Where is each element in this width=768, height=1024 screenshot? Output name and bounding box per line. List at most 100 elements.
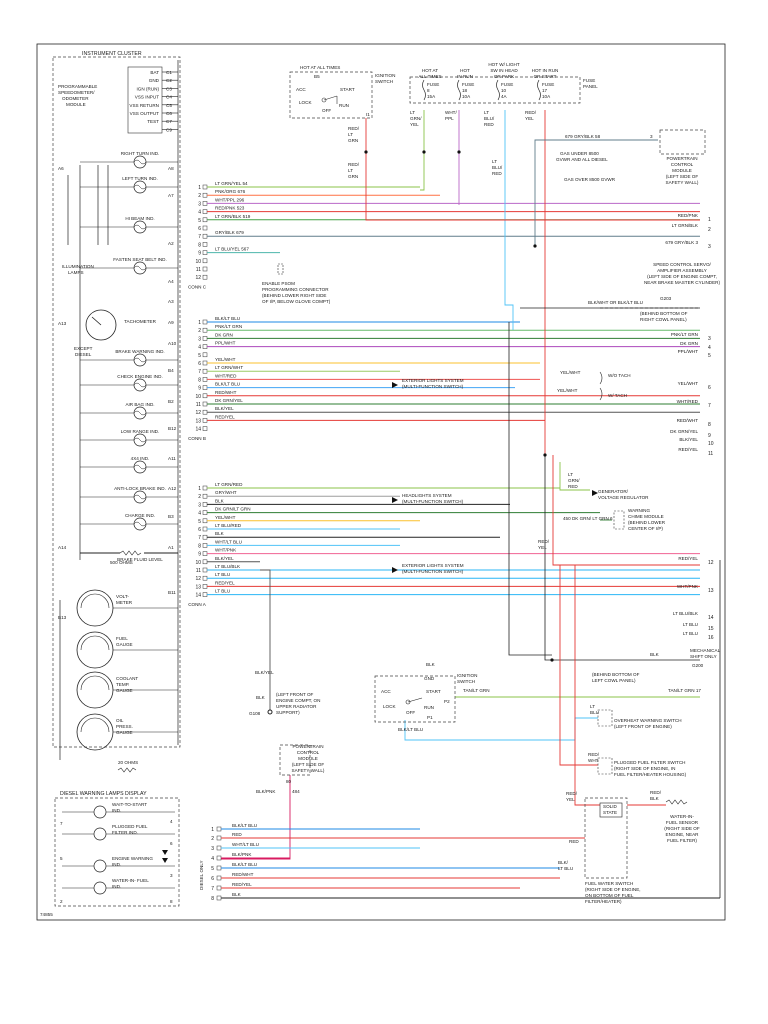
gauge-label: GAUGE [116,730,133,735]
lamp-filament-icon [133,224,147,230]
pin-terminal [202,368,208,374]
pin-terminal [202,352,208,358]
right-pin: 11 [708,451,713,457]
g108-desc: ENGINE COMPT, ON [276,698,320,703]
diagram-id: 74855 [40,912,53,917]
g203-desc: (BEHIND BOTTOM OF [640,311,688,316]
headlights-a: HEADLIGHTS SYSTEM(MULTI-FUNCTION SWITCH) [392,493,464,504]
lamp-label: HI BEAM IND. [125,216,154,221]
lamp-filament-icon [133,410,147,416]
diesel-pin: 2 [60,899,63,904]
module-label-0: PROGRAMMABLE [58,84,97,89]
overheat-title: (LEFT FRONT OF ENGINE) [614,724,672,729]
cluster-pin-label: TEST [147,119,159,124]
diesel-conn-pin: 3 [211,846,214,852]
fuse-wire-label: LT [484,110,489,115]
connector-pin: 2 [198,328,201,334]
wire-gry-blk [534,139,658,246]
ws-title: ENGINE, NEAR [666,832,700,837]
lamp-pin-id: A8 [168,166,174,171]
gauge-label: METER [116,600,133,605]
wire-blk-lt-blu [508,322,552,656]
wire-label: WHT/RED [215,373,237,378]
connector-pin: 4 [198,345,201,351]
splice-dot [457,150,461,154]
fuse-wire-label: RED [484,122,494,127]
splice-dot [543,453,547,457]
diesel-lamp-label: IND. [112,862,121,867]
wire-lt-blu-overheat [404,717,598,741]
diesel-conn-pin: 5 [211,866,214,872]
right-wire-label: LT BLU [683,631,698,636]
chime-title: CENTER OF I/P) [628,526,663,531]
tach-needle [91,316,102,326]
ign-title-1: SWITCH [375,79,393,84]
ign2-tan-right: TAN/LT GRN 17 [668,688,701,693]
ground-icon [267,709,273,715]
ign2-bottom: BLK/LT BLU [398,727,423,732]
g108-blk: BLK [256,695,266,700]
pin-terminal [202,319,208,325]
pin-terminal [202,418,208,423]
right-wire-label: RED/WHT [677,418,699,423]
g108-desc: UPPER RADIATOR [276,704,317,709]
fuse-label: 8 [427,88,430,93]
lamp-filament-icon [133,437,147,443]
wire-lt-blu-red [504,110,514,330]
fuse-label: FUSE [427,82,439,87]
headlights-label: (MULTI-FUNCTION SWITCH) [402,499,464,504]
pin-terminal [202,385,208,390]
gauge-label: PRESS. [116,724,133,729]
connector-pin: 5 [198,353,201,359]
g200-mech: SHIFT ONLY [690,654,717,659]
solid-state-box [599,802,623,818]
overheat-wire: BLU [590,710,599,715]
pin-terminal [202,344,208,349]
ign2-p2: P2 [444,699,450,704]
wire-label: LT BLU/RED [215,523,242,528]
pin-terminal [202,209,208,214]
connector-pin: 14 [195,593,201,599]
wire-red-yel-sensor [574,565,600,806]
wire-label: LT GRN/WHT [215,365,243,370]
ws-red-yel: YEL [566,797,575,802]
speed-control-text: AMPLIFIER ASSEMBLY [657,268,707,273]
gauge-label: COOLANT [116,676,138,681]
connector-pin: 12 [195,576,201,582]
ign-off: OFF [322,108,331,113]
fuse-header: HOT IN RUN [532,68,559,73]
pcm-wire: 679 GRY/BLK 58 [565,134,601,139]
ign2-off: OFF [406,710,415,715]
pin-terminal [216,845,222,851]
solid-state: STATE [603,810,617,815]
g200-desc: (BEHIND BOTTOM OF [592,672,640,677]
diesel-wire-label: WHT/LT BLU [232,842,259,847]
right-wire-label: PNK/LT GRN [671,332,698,337]
pf-wire: WHT [588,758,599,763]
diode-icon [162,850,168,855]
lamp-label: CHECK ENGINE IND. [117,374,162,379]
connector-pin: 6 [198,527,201,533]
diesel-conn-pin: 1 [211,827,214,833]
diesel-lamp-label: WAIT-TO-START [112,802,147,807]
cluster-title: INSTRUMENT CLUSTER [82,51,142,57]
pin-terminal [202,250,208,255]
psom-text: PROGRAMMING CONNECTOR [262,287,329,292]
ign2-title: SWITCH [457,679,475,684]
fuse-wire-label: RED/ [525,110,537,115]
ignition-switch-top: HOT AT ALL TIMES IGNITION SWITCH B5 ACC … [289,65,395,179]
diesel-lamp-label: IND. [112,884,121,889]
wo-tach-label: W/O TACH [608,373,631,378]
wire-lt-grn-yel [420,110,425,191]
gen-wire: LT [568,472,573,477]
diesel-conn-pin: 4 [211,856,214,862]
pcm-gas-under-0: GAS UNDER 8500 [560,151,599,156]
cluster-pin-id: C1 [166,70,172,75]
fuse-wire-label: GRN/ [410,116,422,121]
connector-pin: 6 [198,226,201,232]
splice-dot [422,150,426,154]
ohms-20: 20 OHMS [118,760,138,765]
ign-i1: I1 [366,112,370,117]
